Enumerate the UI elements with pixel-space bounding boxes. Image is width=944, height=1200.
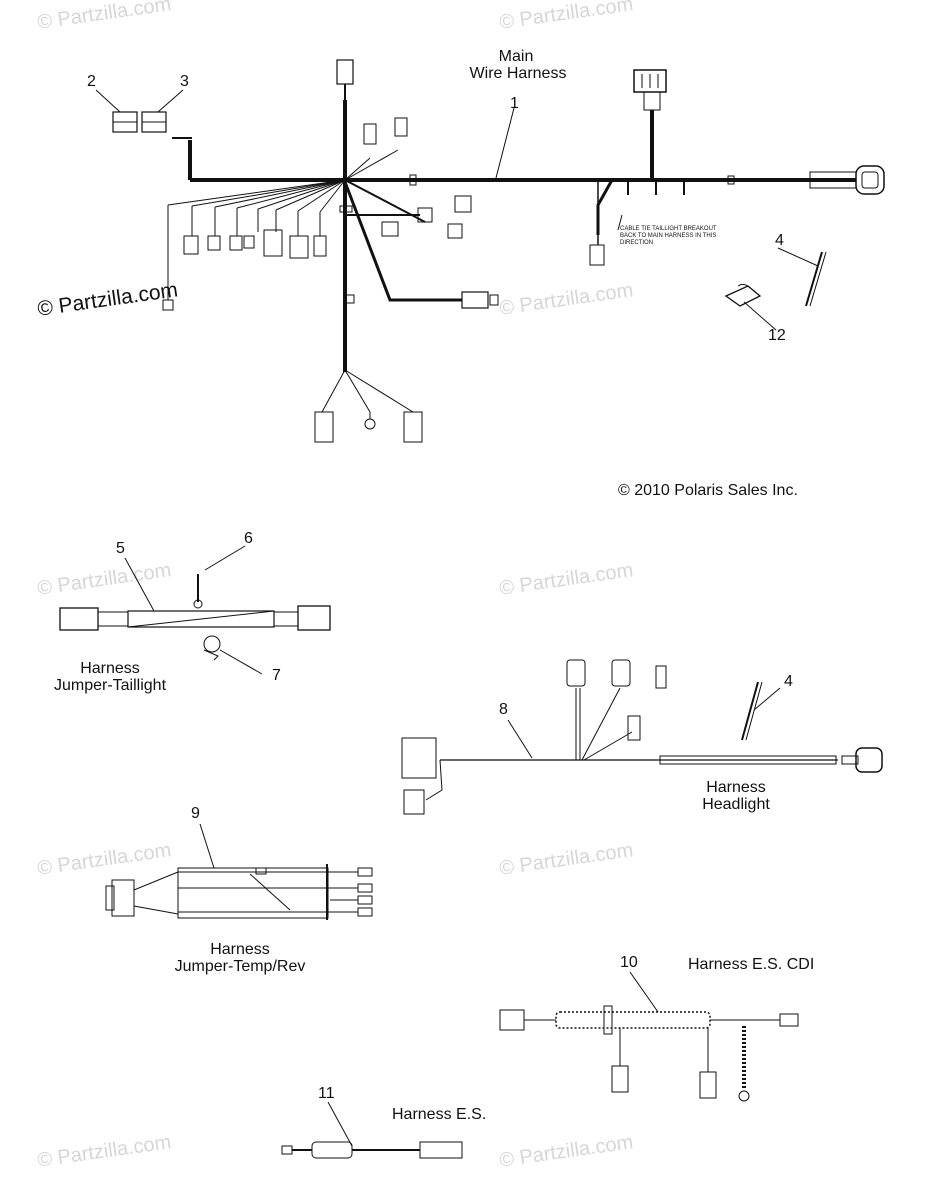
headlight-label-line1: Harness [706, 779, 766, 796]
cable-tie-note: CABLE TIE TAILLIGHT BREAKOUT BACK TO MAI… [620, 226, 717, 246]
main-wire-harness [95, 59, 885, 443]
es-cdi-label: Harness E.S. CDI [688, 956, 815, 973]
temp-rev-label-line1: Harness [210, 941, 270, 958]
callout-12: 12 [768, 327, 786, 344]
callout-10: 10 [620, 954, 638, 971]
callout-5: 5 [116, 540, 125, 557]
es-label: Harness E.S. [392, 1106, 487, 1123]
headlight-label-line2: Headlight [702, 796, 770, 813]
es-cdi-harness [499, 971, 799, 1102]
callout-4-headlight: 4 [784, 673, 793, 690]
taillight-label-line1: Harness [80, 660, 140, 677]
es-harness [281, 1101, 463, 1159]
main-harness-title-line1: Main [498, 48, 534, 65]
callout-11: 11 [318, 1085, 335, 1102]
callout-7: 7 [272, 667, 281, 684]
callout-4-main: 4 [775, 232, 784, 249]
callout-8: 8 [499, 701, 508, 718]
taillight-jumper-harness [59, 545, 331, 675]
callout-3: 3 [180, 73, 189, 90]
callout-1: 1 [510, 95, 519, 112]
headlight-harness [401, 659, 883, 815]
callout-2: 2 [87, 73, 96, 90]
callout-9: 9 [191, 805, 200, 822]
copyright-text: © 2010 Polaris Sales Inc. [618, 482, 798, 499]
temp-rev-label-line2: Jumper-Temp/Rev [174, 958, 306, 975]
taillight-label-line2: Jumper-Taillight [53, 677, 167, 694]
main-harness-title-line2: Wire Harness [469, 65, 567, 82]
temp-rev-jumper-harness [105, 823, 373, 920]
callout-6: 6 [244, 530, 253, 547]
